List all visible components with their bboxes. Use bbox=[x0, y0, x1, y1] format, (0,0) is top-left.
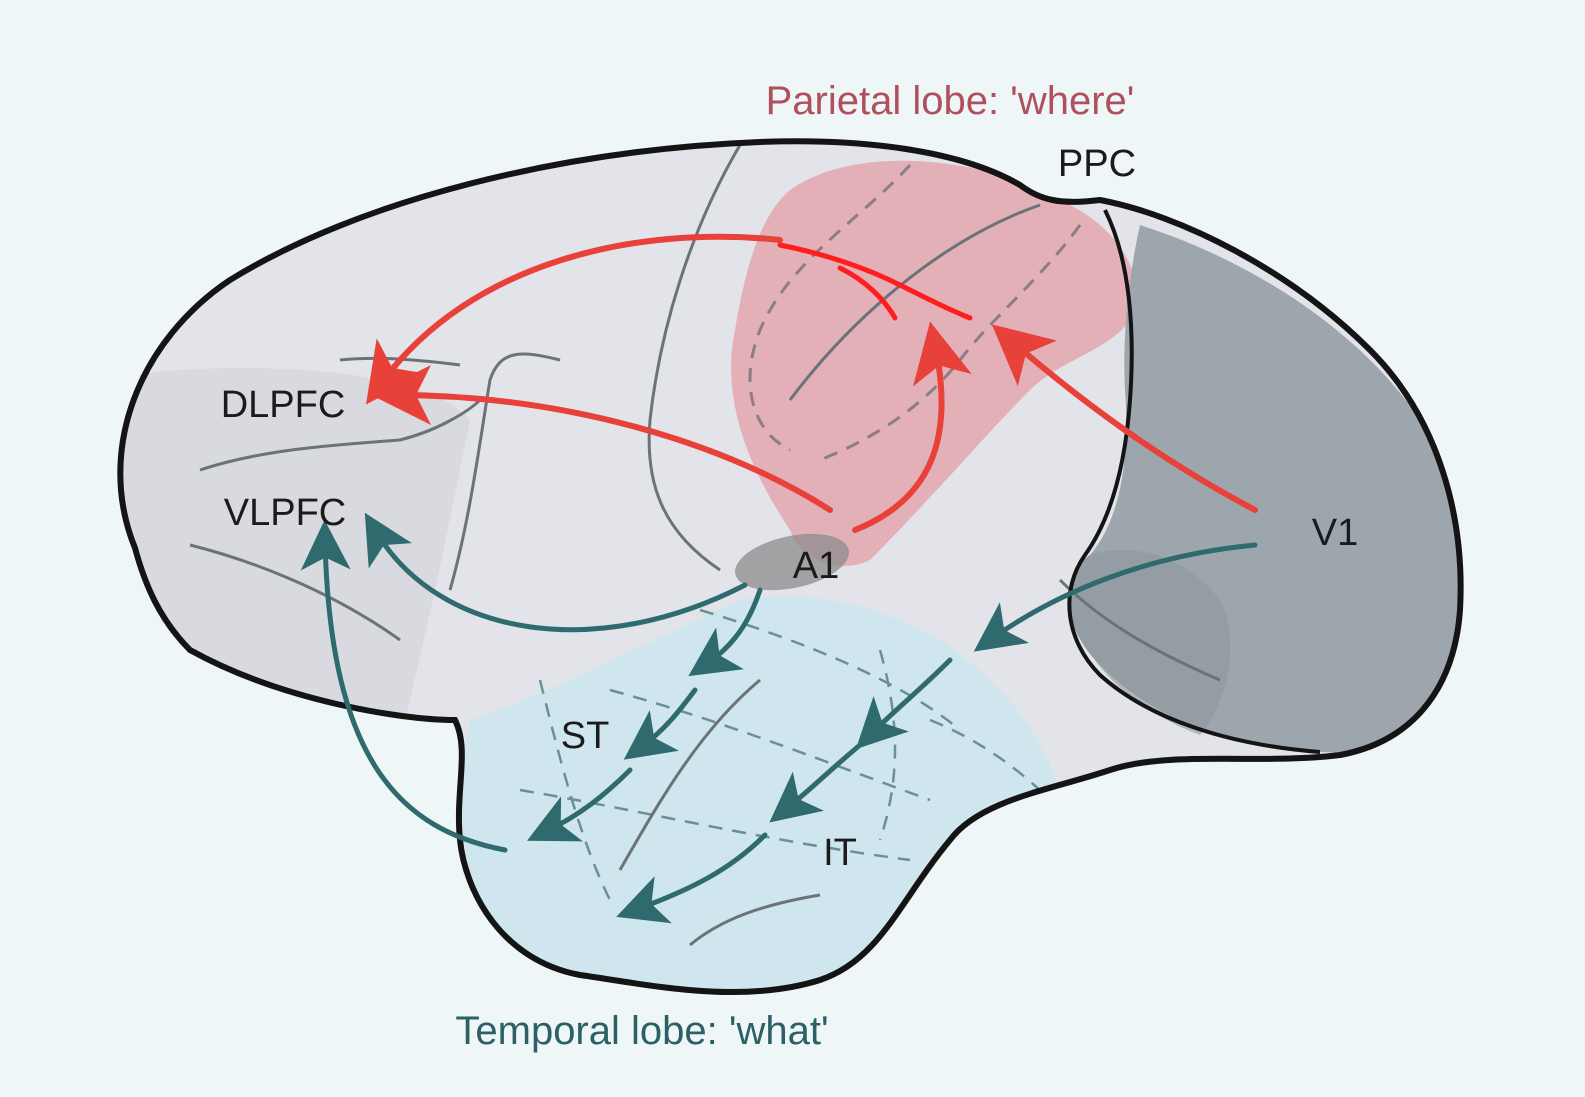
ppc-label: PPC bbox=[1058, 143, 1136, 185]
it-label: IT bbox=[823, 832, 857, 874]
a1-label: A1 bbox=[793, 545, 839, 587]
parietal-lobe-label: Parietal lobe: 'where' bbox=[766, 79, 1135, 123]
v1-label: V1 bbox=[1312, 512, 1358, 554]
temporal-lobe-label: Temporal lobe: 'what' bbox=[455, 1009, 828, 1053]
vlpfc-label: VLPFC bbox=[224, 492, 346, 534]
dlpfc-label: DLPFC bbox=[221, 384, 346, 426]
st-label: ST bbox=[561, 715, 610, 757]
